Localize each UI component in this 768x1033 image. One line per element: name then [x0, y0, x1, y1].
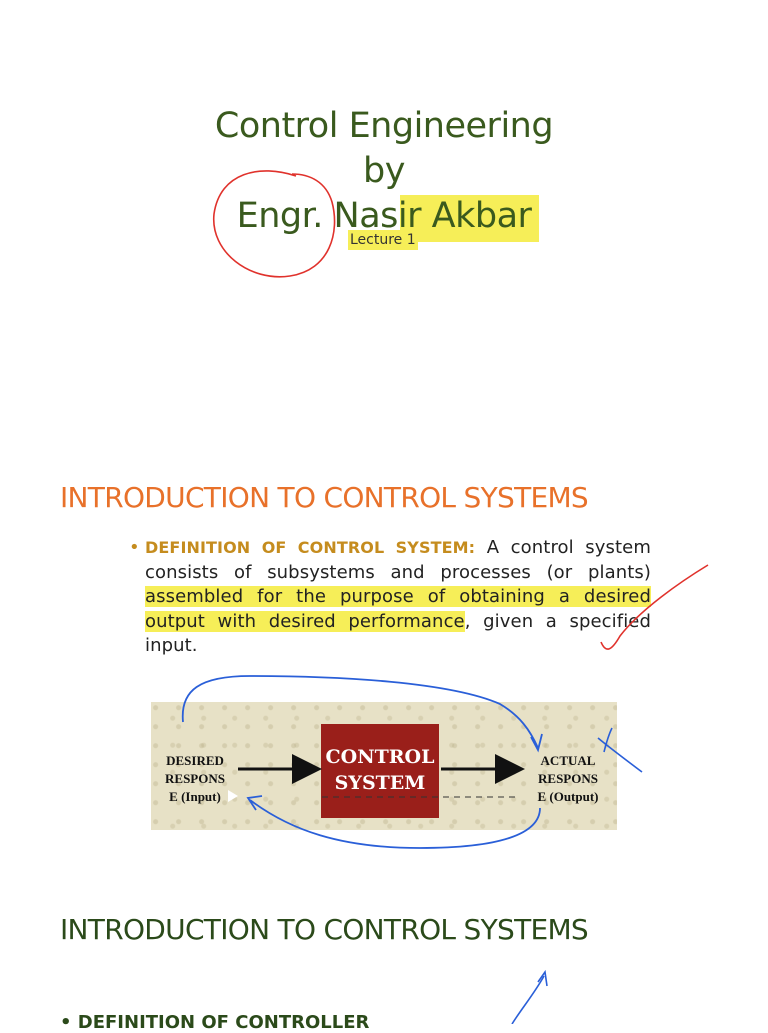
blue-ink-cross [597, 737, 643, 773]
red-ink-circle [213, 170, 336, 278]
author-highlight [400, 195, 539, 242]
block-label-line1: CONTROL [325, 746, 435, 768]
input-label-line: E (Input) [169, 789, 221, 804]
blue-ink-arc-bottom [249, 799, 541, 849]
red-check-mark [600, 564, 709, 650]
output-label: ACTUAL RESPONS E (Output) [523, 752, 613, 806]
blue-ink-cross-2 [603, 727, 613, 753]
output-label-line: ACTUAL [540, 753, 596, 768]
input-label-line: RESPONS [165, 771, 225, 786]
input-label: DESIRED RESPONS E (Input) [150, 752, 240, 806]
blue-ink-arrowhead-3 [537, 969, 548, 987]
slide-title: Control Engineering [214, 106, 554, 146]
output-label-line: E (Output) [537, 789, 599, 804]
output-label-line: RESPONS [538, 771, 598, 786]
input-marker [228, 790, 238, 802]
section-heading-2: INTRODUCTION TO CONTROL SYSTEMS [60, 913, 589, 946]
blue-ink-arrowhead-2 [246, 795, 263, 811]
blue-ink-arc-top [181, 675, 539, 749]
input-label-line: DESIRED [166, 753, 224, 768]
blue-ink-arrowhead [530, 733, 543, 753]
lecture-label: Lecture 1 [348, 230, 418, 250]
slide-title-by: by [363, 151, 405, 191]
blue-ink-stroke-bottom [511, 975, 545, 1024]
definition-text-end: , given a specified input. [145, 610, 651, 657]
block-label-line2: SYSTEM [334, 772, 426, 794]
definition-text: A control system consists of subsystems … [145, 537, 651, 583]
section-heading: INTRODUCTION TO CONTROL SYSTEMS [60, 481, 589, 514]
definition-label: DEFINITION OF CONTROL SYSTEM: [145, 538, 476, 557]
control-system-block: CONTROL SYSTEM [321, 724, 439, 818]
bullet-marker: • [129, 537, 140, 558]
definition-paragraph: DEFINITION OF CONTROL SYSTEM: A control … [145, 536, 651, 659]
author-name: Engr. Nasir Akbar [236, 196, 532, 236]
